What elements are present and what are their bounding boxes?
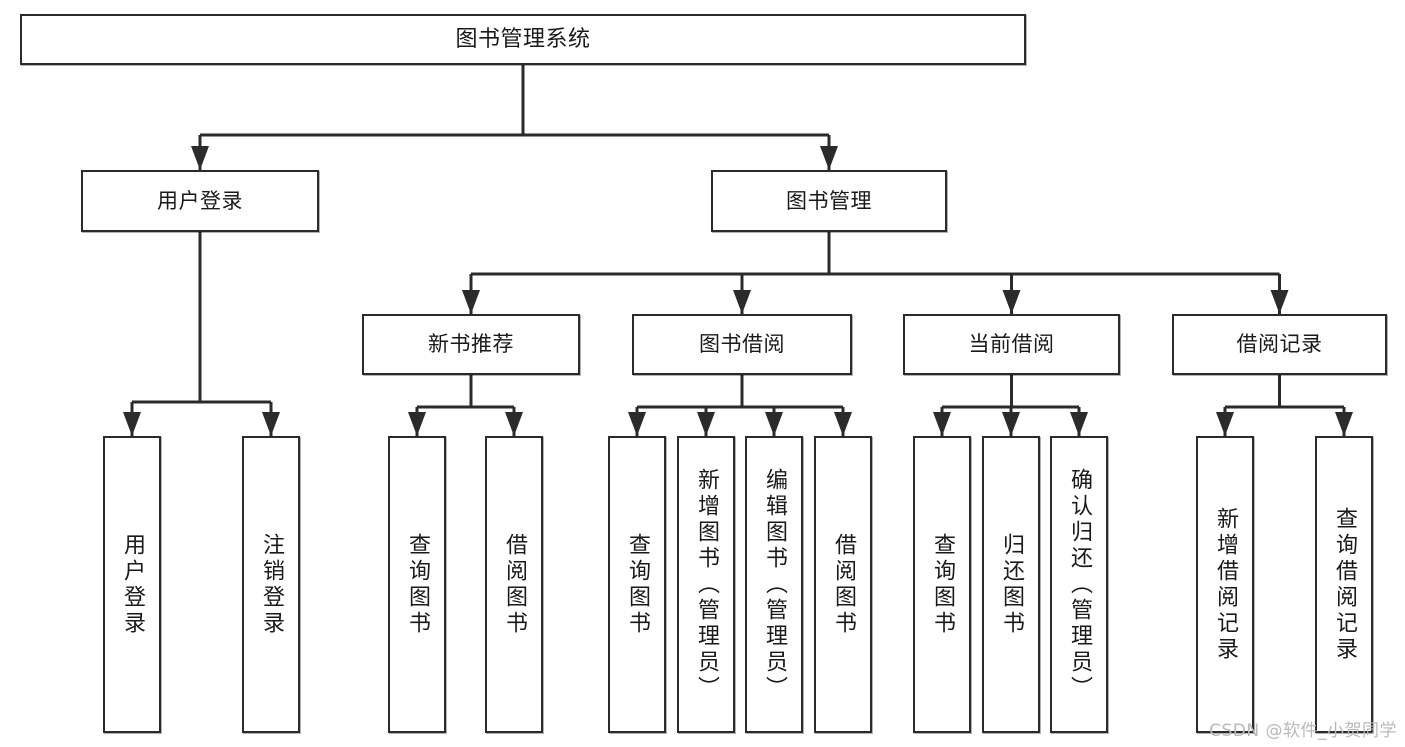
- arrowhead: [733, 290, 751, 314]
- node-label: 查询图书: [405, 532, 430, 637]
- node-l-login[interactable]: 用户登录: [103, 436, 161, 733]
- node-current[interactable]: 当前借阅: [903, 314, 1120, 375]
- arrowhead: [1002, 290, 1021, 314]
- node-l-nb-borrow[interactable]: 借阅图书: [485, 436, 543, 733]
- node-root[interactable]: 图书管理系统: [20, 14, 1026, 65]
- node-l-cret[interactable]: 归还图书: [982, 436, 1040, 733]
- arrowhead: [1335, 412, 1353, 436]
- node-label: 当前借阅: [968, 332, 1055, 357]
- node-records[interactable]: 借阅记录: [1172, 314, 1387, 375]
- node-label: 归还图书: [999, 532, 1024, 637]
- node-bookmgmt[interactable]: 图书管理: [711, 170, 947, 232]
- watermark: CSDN @软件_小贺同学: [1209, 721, 1397, 741]
- arrowhead: [933, 412, 951, 436]
- node-label: 新书推荐: [428, 332, 514, 357]
- node-label: 查询借阅记录: [1332, 506, 1357, 663]
- node-label: 图书管理系统: [455, 26, 591, 52]
- node-l-rq[interactable]: 查询借阅记录: [1315, 436, 1373, 733]
- arrowhead: [505, 412, 523, 436]
- node-l-bedit[interactable]: 编辑图书（管理员）: [745, 436, 803, 733]
- arrowhead: [191, 146, 209, 170]
- node-label: 编辑图书（管理员）: [762, 467, 787, 702]
- node-label: 借阅记录: [1236, 332, 1323, 357]
- node-label: 图书管理: [786, 188, 872, 213]
- node-label: 查询图书: [930, 532, 955, 637]
- arrowhead: [697, 412, 715, 436]
- node-l-bq[interactable]: 查询图书: [608, 436, 666, 733]
- arrowhead: [820, 146, 838, 170]
- arrowhead: [1216, 412, 1234, 436]
- arrowhead: [123, 412, 141, 436]
- node-l-nb-query[interactable]: 查询图书: [388, 436, 446, 733]
- node-borrow[interactable]: 图书借阅: [632, 314, 852, 375]
- node-label: 注销登录: [259, 532, 284, 637]
- node-l-cconf[interactable]: 确认归还（管理员）: [1050, 436, 1108, 733]
- arrowhead: [462, 290, 480, 314]
- arrowhead: [262, 412, 280, 436]
- arrowhead: [408, 412, 426, 436]
- node-login[interactable]: 用户登录: [81, 170, 319, 232]
- node-label: 借阅图书: [502, 532, 527, 637]
- node-l-cq[interactable]: 查询图书: [913, 436, 971, 733]
- node-label: 图书借阅: [699, 332, 785, 357]
- node-l-logout[interactable]: 注销登录: [242, 436, 300, 733]
- node-label: 新增图书（管理员）: [694, 467, 719, 702]
- arrowhead: [1070, 412, 1088, 436]
- arrowhead: [834, 412, 852, 436]
- node-label: 借阅图书: [831, 532, 856, 637]
- node-label: 用户登录: [157, 188, 243, 213]
- arrowhead: [765, 412, 783, 436]
- node-l-badd[interactable]: 新增图书（管理员）: [677, 436, 735, 733]
- node-l-bborrow[interactable]: 借阅图书: [814, 436, 872, 733]
- node-l-radd[interactable]: 新增借阅记录: [1196, 436, 1254, 733]
- arrowhead: [1270, 290, 1289, 314]
- node-label: 用户登录: [120, 532, 145, 637]
- node-label: 确认归还（管理员）: [1067, 467, 1092, 702]
- node-newbook[interactable]: 新书推荐: [362, 314, 580, 375]
- node-label: 新增借阅记录: [1213, 506, 1238, 663]
- arrowhead: [1002, 412, 1020, 436]
- arrowhead: [628, 412, 646, 436]
- node-label: 查询图书: [625, 532, 650, 637]
